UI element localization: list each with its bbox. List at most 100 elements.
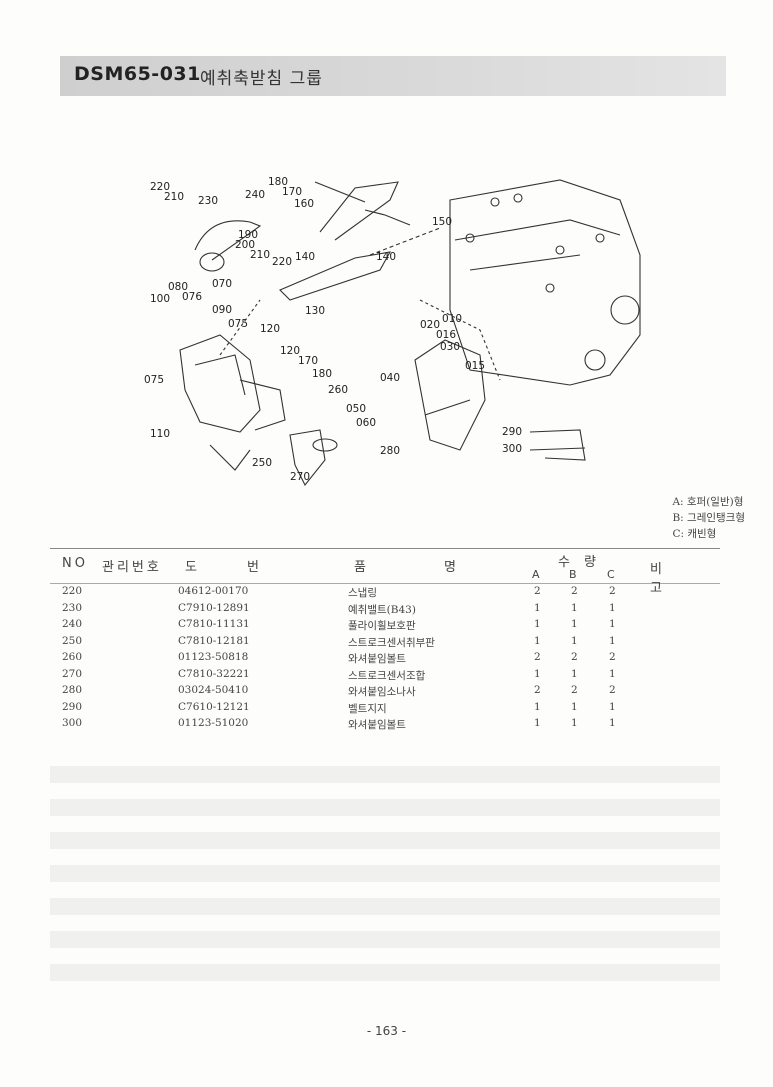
callout-030: 030 [440,341,460,353]
group-code: DSM65-031 [74,63,201,85]
table-row: 220 04612-00170 스냅링 2 2 2 [50,584,720,601]
cell-part-name: 벨트지지 [348,702,387,715]
header-part-name: 품명 [354,560,534,575]
cell-qty-a: 2 [534,684,541,696]
cell-qty-c: 1 [609,634,616,647]
callout-120a: 120 [260,323,280,335]
parts-table: NO 관리번호 도번 품명 수량 A B C 비고 220 04612-0017… [50,548,720,733]
cell-qty-b: 2 [571,585,578,597]
header-quantity: 수량 [558,555,610,570]
callout-170b: 170 [298,355,318,367]
header-drawing-number: 도번 [185,560,309,575]
cell-qty-c: 1 [609,700,616,713]
callout-040: 040 [380,372,400,384]
callout-220b: 220 [272,256,292,268]
empty-row-band [50,865,720,882]
callout-180b: 180 [312,368,332,380]
cell-qty-c: 1 [609,667,616,680]
cell-qty-b: 1 [571,634,578,647]
callout-220: 220 [150,181,170,193]
callout-230: 230 [198,195,218,207]
callout-110: 110 [150,428,170,440]
cell-qty-b: 2 [571,651,578,663]
callout-140a: 140 [295,251,315,263]
group-title: 예취축받침 그룹 [200,69,323,89]
callout-260: 260 [328,384,348,396]
cell-qty-a: 1 [534,634,541,647]
cell-part-name: 예취밸트(B43) [348,603,416,616]
callout-016: 016 [436,329,456,341]
cell-no: 220 [62,585,83,597]
variant-legend: A: 호퍼(일반)형 B: 그레인탱크형 C: 캐빈형 [672,494,745,542]
table-row: 280 03024-50410 와셔붙임소나사 2 2 2 [50,683,720,700]
cell-part-number: C7810-12181 [178,634,250,647]
table-row: 230 C7910-12891 예취밸트(B43) 1 1 1 [50,601,720,618]
legend-a: A: 호퍼(일반)형 [672,496,744,508]
callout-180: 180 [268,176,288,188]
cell-qty-c: 1 [609,717,616,729]
callout-300: 300 [502,443,522,455]
exploded-parts-diagram: 220 210 230 240 180 170 160 150 190 200 … [140,160,660,500]
header-no: NO [62,556,88,571]
cell-qty-a: 1 [534,618,541,630]
cell-qty-a: 2 [534,585,541,597]
callout-120b: 120 [280,345,300,357]
callout-290: 290 [502,426,522,438]
cell-part-number: C7810-11131 [178,618,250,630]
header-qty-b: B [569,568,577,581]
cell-qty-b: 1 [571,667,578,680]
header-qty-a: A [532,568,540,581]
cell-part-number: C7910-12891 [178,601,250,614]
callout-060: 060 [356,417,376,429]
cell-part-number: C7610-12121 [178,700,250,713]
table-row: 250 C7810-12181 스트로크센서취부판 1 1 1 [50,634,720,651]
cell-qty-c: 1 [609,618,616,630]
cell-no: 260 [62,651,83,663]
cell-part-name: 스트로크센서취부판 [348,636,435,649]
cell-part-number: 01123-51020 [178,717,249,729]
diagram-svg: 220 210 230 240 180 170 160 150 190 200 … [144,176,641,487]
header-qty-c: C [607,568,615,581]
cell-qty-b: 1 [571,618,578,630]
cell-part-number: 01123-50818 [178,651,249,663]
empty-row-band [50,799,720,816]
cell-no: 250 [62,634,83,647]
cell-no: 280 [62,684,83,696]
table-row: 270 C7810-32221 스트로크센서조합 1 1 1 [50,667,720,684]
cell-qty-c: 1 [609,601,616,614]
callout-240: 240 [245,189,265,201]
callout-070: 070 [212,278,232,290]
table-row: 240 C7810-11131 풀라이휠보호판 1 1 1 [50,617,720,634]
table-row: 260 01123-50818 와셔붙임볼트 2 2 2 [50,650,720,667]
callout-080: 080 [168,281,188,293]
callout-130: 130 [305,305,325,317]
table-row: 300 01123-51020 와셔붙임볼트 1 1 1 [50,716,720,733]
callout-140b: 140 [376,251,396,263]
callout-200: 200 [235,239,255,251]
callout-010: 010 [442,313,462,325]
callout-090: 090 [212,304,232,316]
callout-280: 280 [380,445,400,457]
header-management-number: 관리번호 [102,560,162,575]
callout-250: 250 [252,457,272,469]
cell-no: 300 [62,717,83,729]
cell-qty-a: 1 [534,700,541,713]
cell-part-name: 와셔붙임볼트 [348,719,406,731]
page-number: - 163 - [366,1024,407,1038]
empty-row-band [50,766,720,783]
title-bar: DSM65-031 예취축받침 그룹 [60,56,726,96]
cell-part-number: 04612-00170 [178,585,249,597]
callout-020: 020 [420,319,440,331]
cell-qty-c: 2 [609,651,616,663]
callout-170: 170 [282,186,302,198]
callout-050: 050 [346,403,366,415]
callout-075b: 075 [144,374,164,386]
callout-160: 160 [294,198,314,210]
callout-210: 210 [164,191,184,203]
cell-qty-b: 2 [571,684,578,696]
cell-qty-b: 1 [571,700,578,713]
callout-015: 015 [465,360,485,372]
callout-076: 076 [182,291,202,303]
cell-no: 270 [62,667,83,680]
cell-qty-b: 1 [571,601,578,614]
